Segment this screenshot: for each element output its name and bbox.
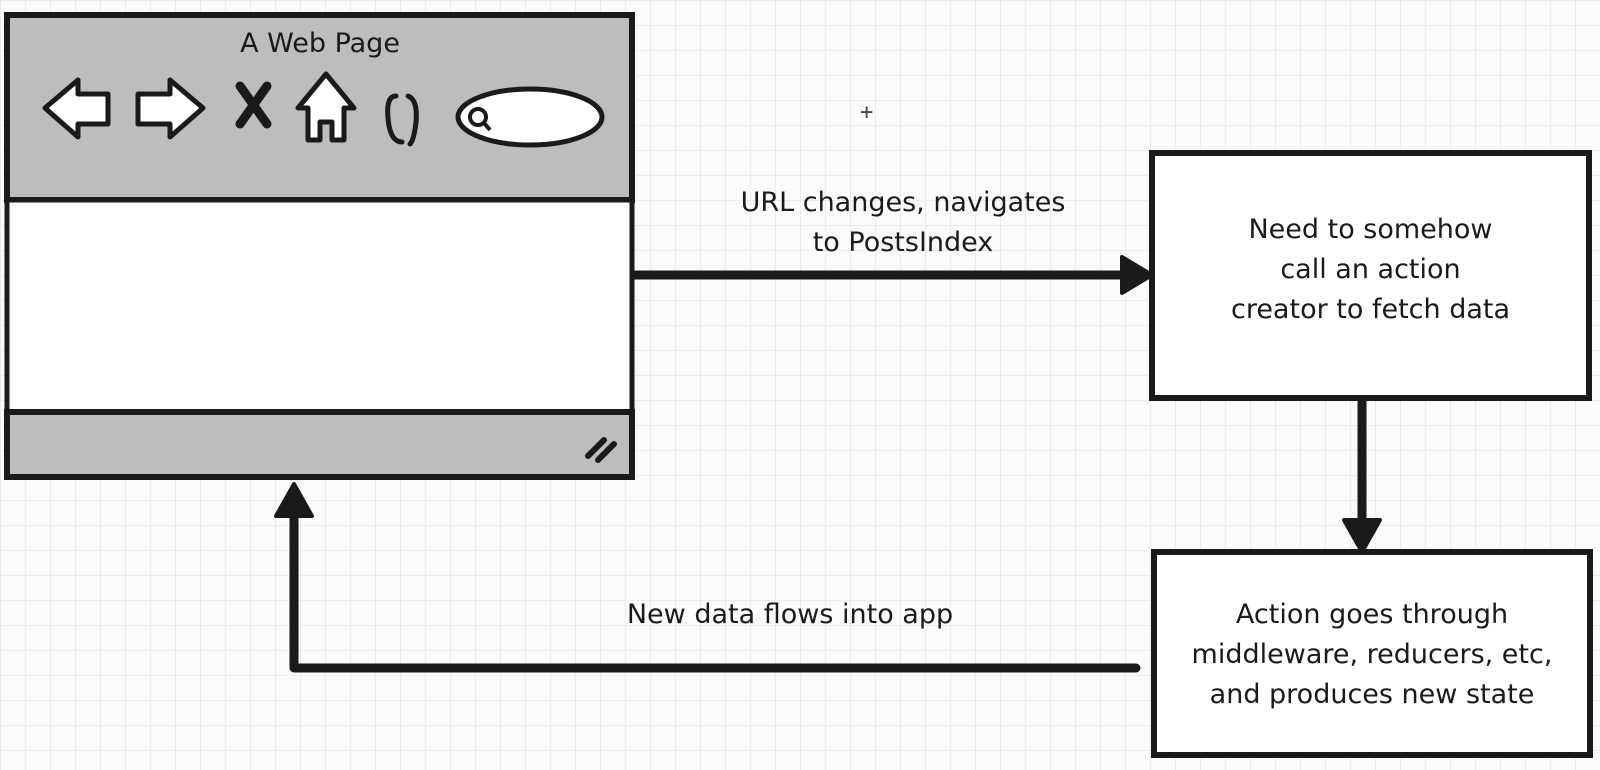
browser-content-area xyxy=(4,197,635,415)
data-flow-arrow xyxy=(274,482,1141,673)
cursor-crosshair: + xyxy=(860,100,874,125)
browser-title: A Web Page xyxy=(240,28,400,59)
search-field[interactable] xyxy=(455,86,605,148)
navigate-arrow-label: URL changes, navigates to PostsIndex xyxy=(693,183,1113,263)
navigate-arrow xyxy=(629,255,1154,295)
reducers-box-text: Action goes through middleware, reducers… xyxy=(1154,595,1590,715)
action-creator-line3: creator to fetch data xyxy=(1230,294,1511,325)
action-creator-line1: Need to somehow xyxy=(1248,214,1493,245)
action-creator-box-text: Need to somehow call an action creator t… xyxy=(1152,210,1589,330)
reducers-line3: and produces new state xyxy=(1209,679,1535,710)
data-flow-arrow-label: New data flows into app xyxy=(626,599,954,630)
navigate-label-line2: to PostsIndex xyxy=(812,227,994,258)
forward-arrow-icon[interactable] xyxy=(135,77,206,140)
action-creator-line2: call an action xyxy=(1280,254,1461,285)
reducers-box xyxy=(1151,549,1593,758)
resize-grip-icon[interactable] xyxy=(585,437,617,463)
navigate-label-line1: URL changes, navigates xyxy=(740,187,1066,218)
back-arrow-icon[interactable] xyxy=(42,77,111,140)
action-creator-box xyxy=(1149,150,1592,401)
search-icon xyxy=(468,107,492,132)
dispatch-arrow xyxy=(1342,395,1382,554)
reducers-line2: middleware, reducers, etc, xyxy=(1191,639,1553,670)
home-icon[interactable] xyxy=(295,71,357,143)
refresh-icon[interactable] xyxy=(385,93,419,147)
close-x-icon[interactable] xyxy=(235,81,272,129)
browser-mockup xyxy=(4,12,635,480)
reducers-line1: Action goes through xyxy=(1235,599,1509,630)
browser-status-bar xyxy=(4,409,635,480)
